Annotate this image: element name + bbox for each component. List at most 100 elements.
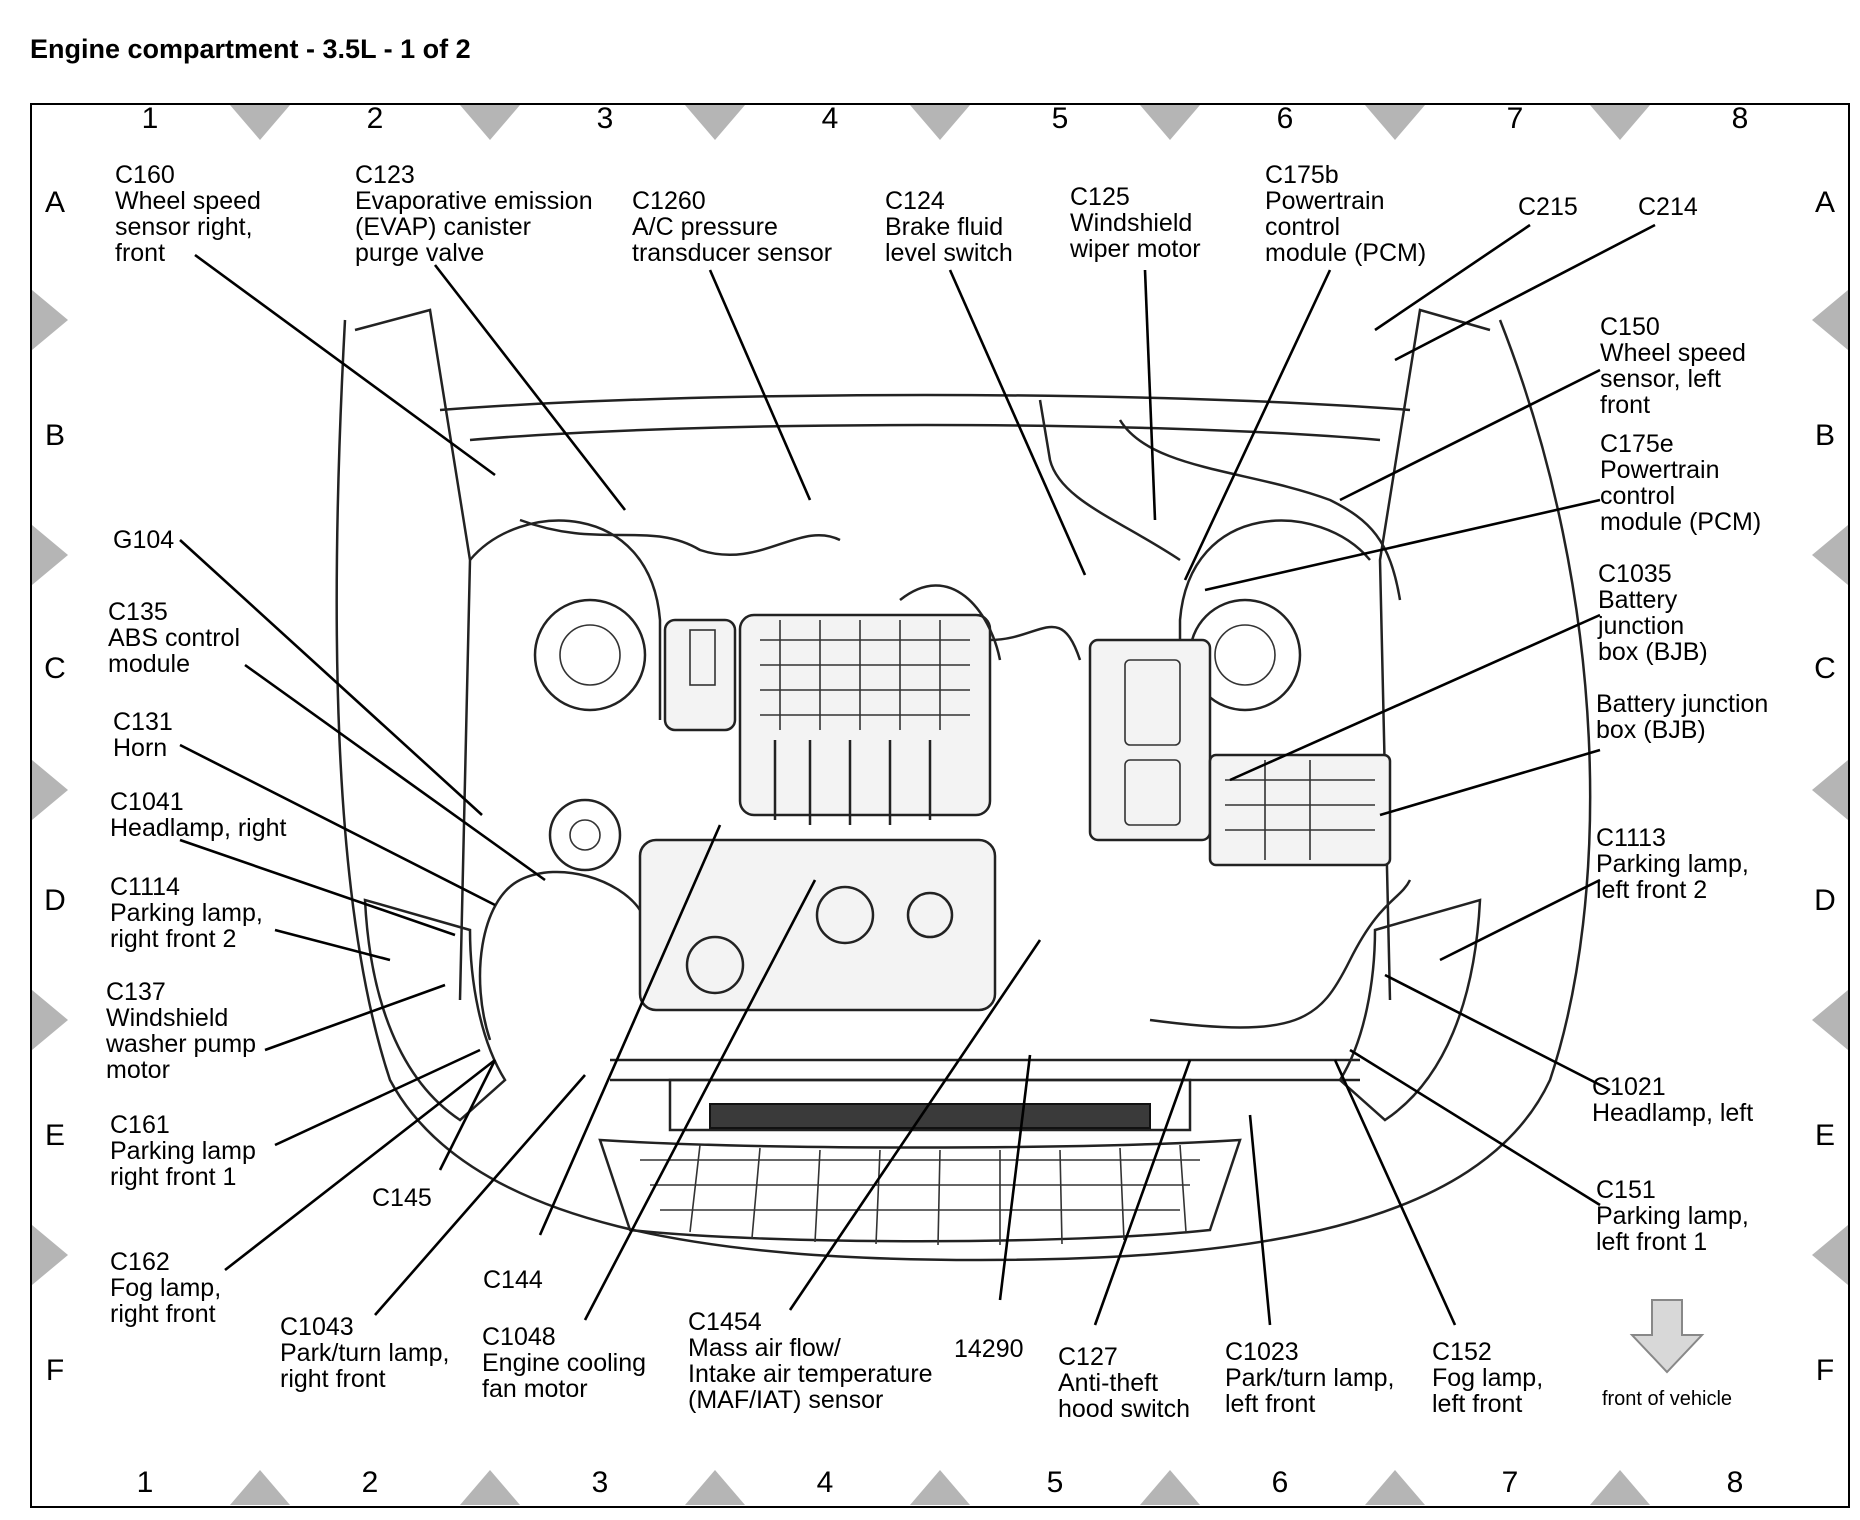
leader-c151: [1349, 1048, 1601, 1207]
connector-description: Windshield: [106, 1004, 228, 1032]
connector-description: box (BJB): [1596, 716, 1706, 744]
connector-description: Fog lamp,: [1432, 1364, 1543, 1392]
connector-description: control: [1600, 482, 1675, 510]
connector-id: C124: [885, 187, 945, 215]
grid-column-top-1: 1: [142, 102, 159, 135]
connector-id: 14290: [954, 1335, 1024, 1363]
grid-column-top-4: 4: [822, 102, 839, 135]
grid-row-left-F: F: [46, 1354, 64, 1387]
connector-id: C1048: [482, 1323, 556, 1351]
grid-column-bottom-7: 7: [1502, 1466, 1519, 1499]
leader-c175e: [1204, 498, 1601, 592]
grid-column-bottom-8: 8: [1727, 1466, 1744, 1499]
connector-description: left front: [1432, 1390, 1522, 1418]
connector-description: motor: [106, 1056, 170, 1084]
leader-c1114: [274, 928, 391, 962]
connector-description: purge valve: [355, 239, 484, 267]
connector-description: Wheel speed: [1600, 339, 1746, 367]
connector-id: C1454: [688, 1308, 762, 1336]
grid-column-bottom-4: 4: [817, 1466, 834, 1499]
connector-description: Powertrain: [1265, 187, 1385, 215]
connector-description: Battery: [1598, 586, 1678, 614]
grid-row-left-C: C: [44, 652, 66, 685]
connector-description: left front 1: [1596, 1228, 1707, 1256]
grid-row-left-B: B: [45, 419, 65, 452]
leader-lines: [179, 223, 1656, 1326]
grid-column-top-2: 2: [367, 102, 384, 135]
leader-c162: [224, 1058, 496, 1272]
leader-c145: [438, 1059, 497, 1171]
leader-c1048: [583, 879, 817, 1321]
grid-column-bottom-2: 2: [362, 1466, 379, 1499]
leader-c125: [1143, 269, 1157, 521]
connector-description: Powertrain: [1600, 456, 1720, 484]
grid-row-right-A: A: [1815, 186, 1835, 219]
grid-row-left-A: A: [45, 186, 65, 219]
leader-c1260: [708, 269, 812, 501]
connector-description: left front: [1225, 1390, 1315, 1418]
leader-c127: [1093, 1059, 1192, 1326]
page-title: Engine compartment - 3.5L - 1 of 2: [30, 34, 471, 64]
connector-description: (MAF/IAT) sensor: [688, 1386, 883, 1414]
connector-id: C131: [113, 708, 173, 736]
grid-column-bottom-3: 3: [592, 1466, 609, 1499]
connector-id: C175b: [1265, 161, 1339, 189]
callout-g104: G104: [113, 526, 174, 554]
leader-c131: [179, 743, 496, 907]
grid-column-bottom-5: 5: [1047, 1466, 1064, 1499]
connector-id: C161: [110, 1111, 170, 1139]
connector-id: C144: [483, 1266, 543, 1294]
callout-c215: C215: [1518, 193, 1578, 221]
connector-description: A/C pressure: [632, 213, 778, 241]
leader-c214: [1394, 223, 1656, 362]
leader-c1043: [374, 1074, 586, 1316]
connector-description: junction: [1597, 612, 1684, 640]
connector-id: C123: [355, 161, 415, 189]
leader-c1041: [179, 838, 456, 937]
connector-description: Headlamp, left: [1592, 1099, 1753, 1127]
callout-c145: C145: [372, 1184, 432, 1212]
connector-description: Wheel speed: [115, 187, 261, 215]
connector-description: right front 2: [110, 925, 236, 953]
connector-description: level switch: [885, 239, 1013, 267]
connector-id: C215: [1518, 193, 1578, 221]
connector-id: G104: [113, 526, 174, 554]
connector-description: Park/turn lamp,: [280, 1339, 450, 1367]
diagram-frame: [30, 103, 1850, 1508]
connector-description: Engine cooling: [482, 1349, 646, 1377]
grid-column-top-5: 5: [1052, 102, 1069, 135]
leader-c124: [948, 269, 1087, 576]
leader-c123: [433, 264, 627, 511]
connector-id: C160: [115, 161, 175, 189]
connector-description: control: [1265, 213, 1340, 241]
down-arrow-icon: [1629, 1299, 1705, 1374]
grid-row-left-D: D: [44, 884, 66, 917]
leader-c215: [1374, 223, 1531, 332]
connector-description: Parking lamp: [110, 1137, 256, 1165]
connector-description: Anti-theft: [1058, 1369, 1158, 1397]
leader-c150: [1339, 368, 1601, 502]
connector-description: hood switch: [1058, 1395, 1190, 1423]
connector-description: wiper motor: [1069, 235, 1201, 263]
leader-c137: [264, 983, 446, 1052]
connector-description: module (PCM): [1265, 239, 1426, 267]
connector-id: C127: [1058, 1343, 1118, 1371]
connector-id: C1035: [1598, 560, 1672, 588]
connector-description: box (BJB): [1598, 638, 1708, 666]
connector-description: front: [1600, 391, 1650, 419]
grid-column-top-3: 3: [597, 102, 614, 135]
